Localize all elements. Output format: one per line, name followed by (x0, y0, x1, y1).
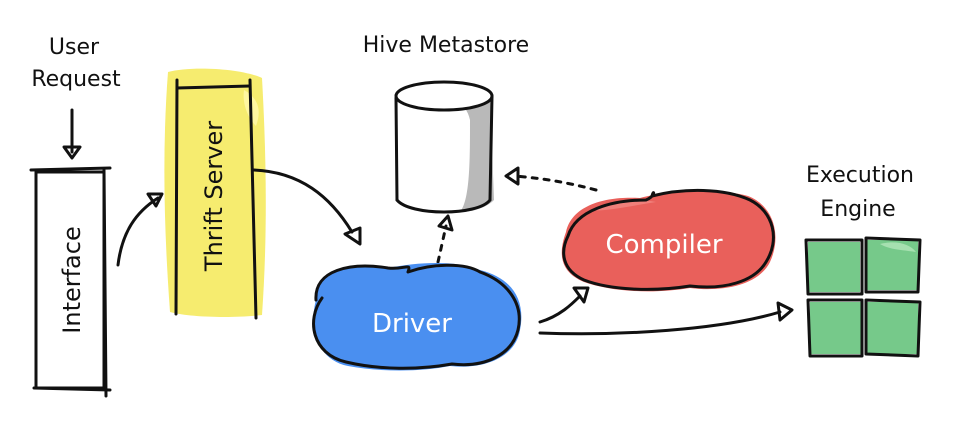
execution-engine-grid (804, 236, 922, 358)
cylinder-shade (458, 94, 494, 212)
interface-box: Interface (29, 166, 112, 398)
user-request-line1: User (49, 35, 100, 60)
compiler-shine (590, 200, 656, 211)
compiler-fill (561, 190, 776, 292)
driver-fill (313, 263, 522, 371)
thrift-server-label: Thrift Server (200, 121, 228, 272)
thrift-server-box: Thrift Server (164, 68, 266, 320)
edge-driver-compiler (538, 286, 590, 324)
engine-cell-4 (866, 302, 918, 354)
compiler-label: Compiler (605, 230, 722, 260)
edge-compiler-metastore (504, 166, 598, 192)
driver-label: Driver (372, 309, 452, 339)
engine-cell-3 (810, 302, 862, 354)
hive-metastore-cylinder (394, 80, 494, 214)
compiler-node: Compiler (561, 188, 776, 292)
edge-thrift-driver (252, 168, 362, 246)
driver-node: Driver (312, 263, 522, 371)
edge-user-request-interface (62, 108, 82, 160)
edge-driver-metastore (436, 214, 454, 264)
execution-engine-line2: Engine (820, 197, 895, 222)
engine-cell-1 (808, 242, 860, 292)
edge-interface-thrift (116, 192, 164, 267)
edge-driver-execution (538, 301, 794, 336)
user-request-line2: Request (31, 67, 121, 92)
engine-shine (880, 242, 916, 252)
execution-engine-line1: Execution (806, 163, 914, 188)
interface-label: Interface (58, 226, 86, 333)
hive-metastore-label: Hive Metastore (363, 33, 529, 58)
thrift-highlight-fill (164, 68, 266, 317)
